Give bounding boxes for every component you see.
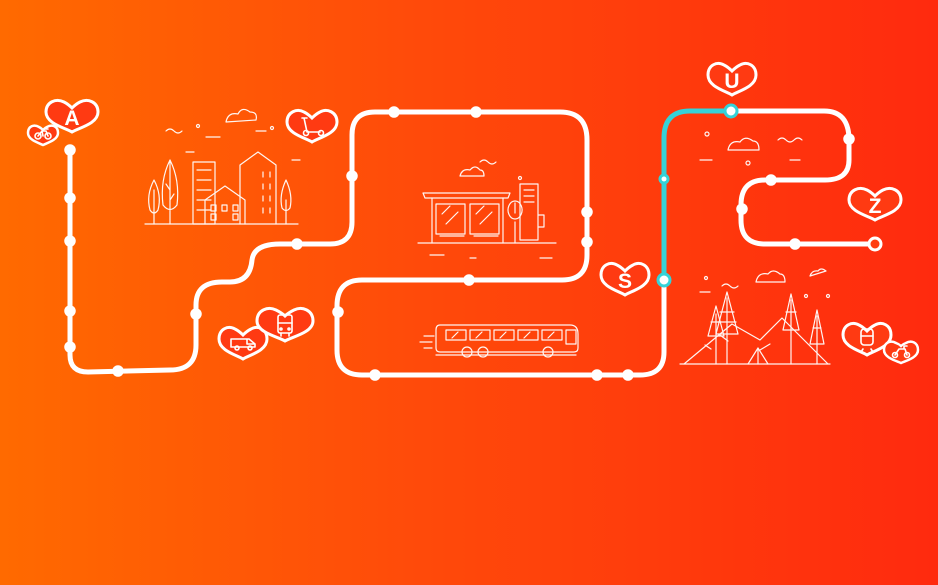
route-stop: [622, 369, 634, 381]
marker-u: U: [706, 61, 758, 97]
route-stop: [64, 144, 76, 156]
route-stop: [112, 365, 124, 377]
route-stop: [736, 203, 748, 215]
marker-letter: U: [724, 70, 739, 93]
route-stop: [190, 308, 202, 320]
marker-z: Z: [847, 186, 903, 222]
route-stop: [64, 305, 76, 317]
van-icon: [217, 325, 269, 361]
route-stop-highlight: [656, 272, 672, 288]
route-line: [67, 109, 667, 378]
route-stop: [369, 369, 381, 381]
coach-bus-scene: [419, 324, 579, 358]
bicycle-icon: [26, 124, 60, 147]
marker-letter: A: [64, 107, 79, 130]
city-scene: [144, 108, 301, 225]
route-stop: [581, 206, 593, 218]
route-stop-highlight: [723, 103, 739, 119]
route-stop: [388, 106, 400, 118]
bus-stop-scene: [417, 159, 557, 259]
highlighted-route-segment: [661, 108, 734, 283]
route-stop: [470, 106, 482, 118]
route-stop: [581, 236, 593, 248]
route-stop: [765, 174, 777, 186]
marker-letter: Z: [869, 195, 882, 218]
route-line-end: [728, 108, 878, 247]
marker-letter: S: [618, 270, 632, 293]
train-icon: [841, 321, 893, 357]
route-stop: [64, 235, 76, 247]
scooter-icon: [285, 108, 339, 144]
route-stops: [64, 103, 883, 381]
mountain-forest-scene: [679, 268, 831, 365]
marker-a: A: [44, 98, 100, 134]
bus-icon: [255, 306, 315, 343]
route-stop: [789, 238, 801, 250]
route-stop: [843, 133, 855, 145]
moped-icon: [882, 340, 920, 365]
route-stop: [463, 274, 475, 286]
route-stop: [64, 341, 76, 353]
route-stop: [64, 192, 76, 204]
route-stop: [332, 306, 344, 318]
sky-scene: [699, 131, 803, 166]
route-stop-highlight: [658, 173, 670, 185]
marker-s: S: [599, 261, 651, 297]
route-stop: [346, 170, 358, 182]
route-end-stop: [867, 236, 883, 252]
route-stop: [591, 369, 603, 381]
route-stop: [291, 238, 303, 250]
